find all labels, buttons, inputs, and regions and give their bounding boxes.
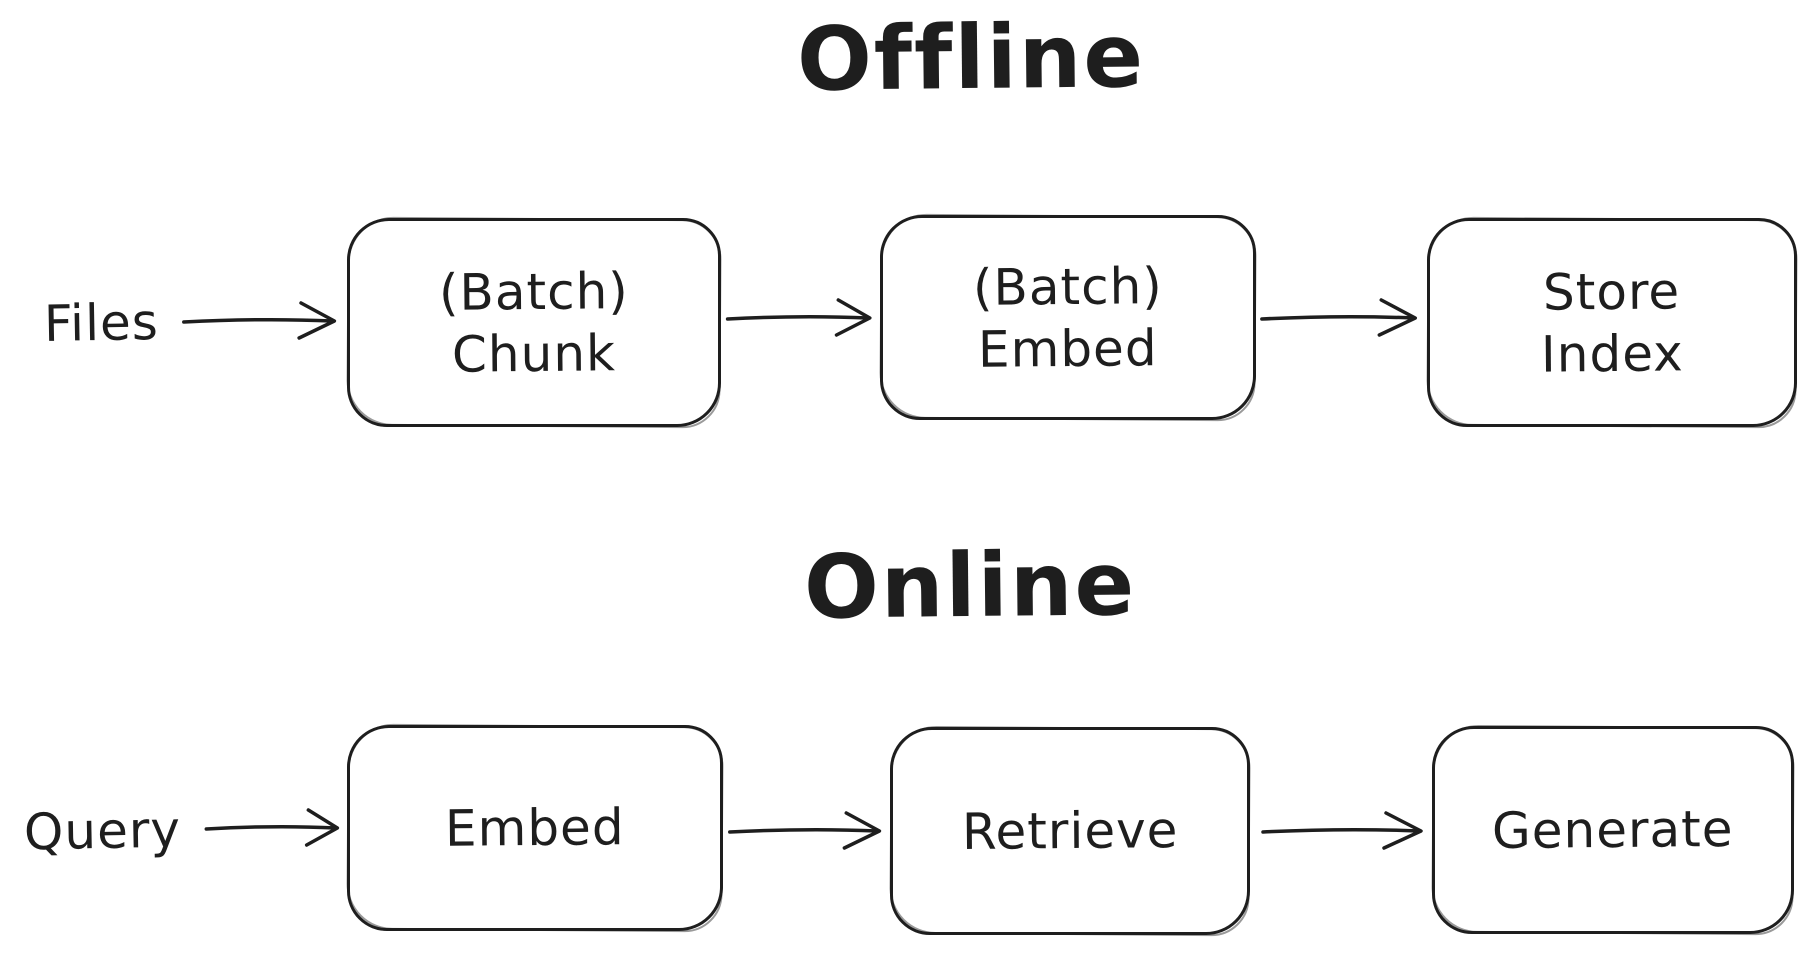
node-label-line: Chunk: [451, 323, 617, 384]
node-label-line: (Batch): [438, 261, 630, 322]
flow-arrow-retrieve-to-generate: [1259, 800, 1429, 860]
node-label-line: Retrieve: [961, 801, 1179, 861]
section-title-online: Online: [803, 532, 1137, 639]
flow-arrow-files-to-chunk: [180, 290, 342, 350]
source-label-files: Files: [43, 293, 160, 353]
node-label-line: Index: [1540, 323, 1684, 384]
node-retrieve: Retrieve: [890, 727, 1250, 935]
flow-arrow-embed-to-store: [1258, 287, 1423, 347]
flow-arrow-query-to-embed: [203, 797, 344, 857]
flow-arrow-chunk-to-embed: [724, 287, 877, 347]
node-store-index: Store Index: [1427, 218, 1797, 427]
node-generate: Generate: [1432, 726, 1794, 934]
node-embed: Embed: [347, 725, 723, 931]
section-title-offline: Offline: [796, 4, 1146, 111]
flow-arrow-embed-to-retrieve: [726, 800, 887, 860]
node-batch-chunk: (Batch) Chunk: [347, 218, 721, 427]
node-batch-embed: (Batch) Embed: [880, 215, 1256, 420]
node-label-line: Generate: [1491, 799, 1735, 861]
node-label-line: Embed: [444, 798, 626, 858]
node-label-line: Embed: [977, 318, 1159, 379]
node-label-line: (Batch): [972, 256, 1164, 317]
source-label-query: Query: [23, 800, 182, 862]
node-label-line: Store: [1543, 261, 1681, 322]
